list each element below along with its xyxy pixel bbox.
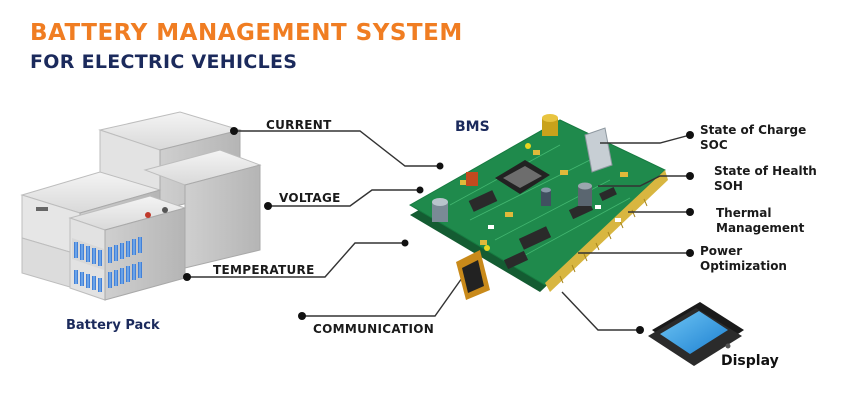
- output-dots: [636, 131, 694, 334]
- communication-label: COMMUNICATION: [313, 322, 435, 336]
- capacitor: [578, 182, 592, 206]
- soh-label-line2: SOH: [714, 179, 743, 193]
- thermal-label-line1: Thermal: [716, 206, 772, 220]
- page-subtitle: FOR ELECTRIC VEHICLES: [30, 51, 298, 73]
- display-connector: [561, 291, 640, 331]
- battery-module: [143, 149, 262, 269]
- soc-label: State of Charge SOC: [700, 123, 806, 153]
- power-label: Power Optimization: [700, 244, 787, 274]
- page-title: BATTERY MANAGEMENT SYSTEM: [30, 20, 463, 46]
- temperature-connector: [187, 242, 405, 278]
- input-dots: [183, 127, 444, 320]
- soh-connector: [598, 175, 690, 187]
- soh-dot: [686, 172, 694, 180]
- output-connectors: [561, 134, 691, 331]
- input-connectors: [187, 130, 463, 317]
- voltage-dot: [264, 202, 272, 210]
- bms-circuit-board: [409, 114, 668, 300]
- thermal-label-line2: Management: [716, 221, 805, 235]
- power-label-line2: Optimization: [700, 259, 787, 273]
- soh-label-line1: State of Health: [714, 164, 817, 178]
- battery-pack-illustration: [20, 111, 262, 301]
- capacitor: [432, 198, 448, 222]
- current-connector: [234, 130, 440, 167]
- display-label: Display: [721, 353, 779, 369]
- communication-connector: [302, 277, 463, 317]
- soc-label-line1: State of Charge: [700, 123, 807, 137]
- capacitor: [541, 187, 551, 206]
- temperature-dot: [183, 273, 191, 281]
- power-label-line1: Power: [700, 244, 743, 258]
- soc-dot: [686, 131, 694, 139]
- voltage-connector: [268, 189, 420, 207]
- voltage-label: VOLTAGE: [279, 191, 341, 205]
- current-dot: [230, 127, 238, 135]
- battery-module-front: [68, 195, 187, 301]
- battery-pack-label: Battery Pack: [66, 318, 160, 333]
- battery-cells: [74, 237, 142, 292]
- thermal-label: Thermal Management: [716, 206, 804, 236]
- display-dot: [636, 326, 644, 334]
- display-device: [648, 302, 744, 366]
- soc-label-line2: SOC: [700, 138, 728, 152]
- soc-connector: [600, 134, 691, 144]
- power-dot: [686, 249, 694, 257]
- thermal-dot: [686, 208, 694, 216]
- capacitor: [542, 114, 558, 136]
- microcontroller-chip: [495, 160, 550, 194]
- temperature-label: TEMPERATURE: [213, 263, 315, 277]
- bms-label: BMS: [455, 119, 490, 135]
- soh-label: State of Health SOH: [714, 164, 817, 194]
- communication-dot: [298, 312, 306, 320]
- current-label: CURRENT: [266, 118, 332, 132]
